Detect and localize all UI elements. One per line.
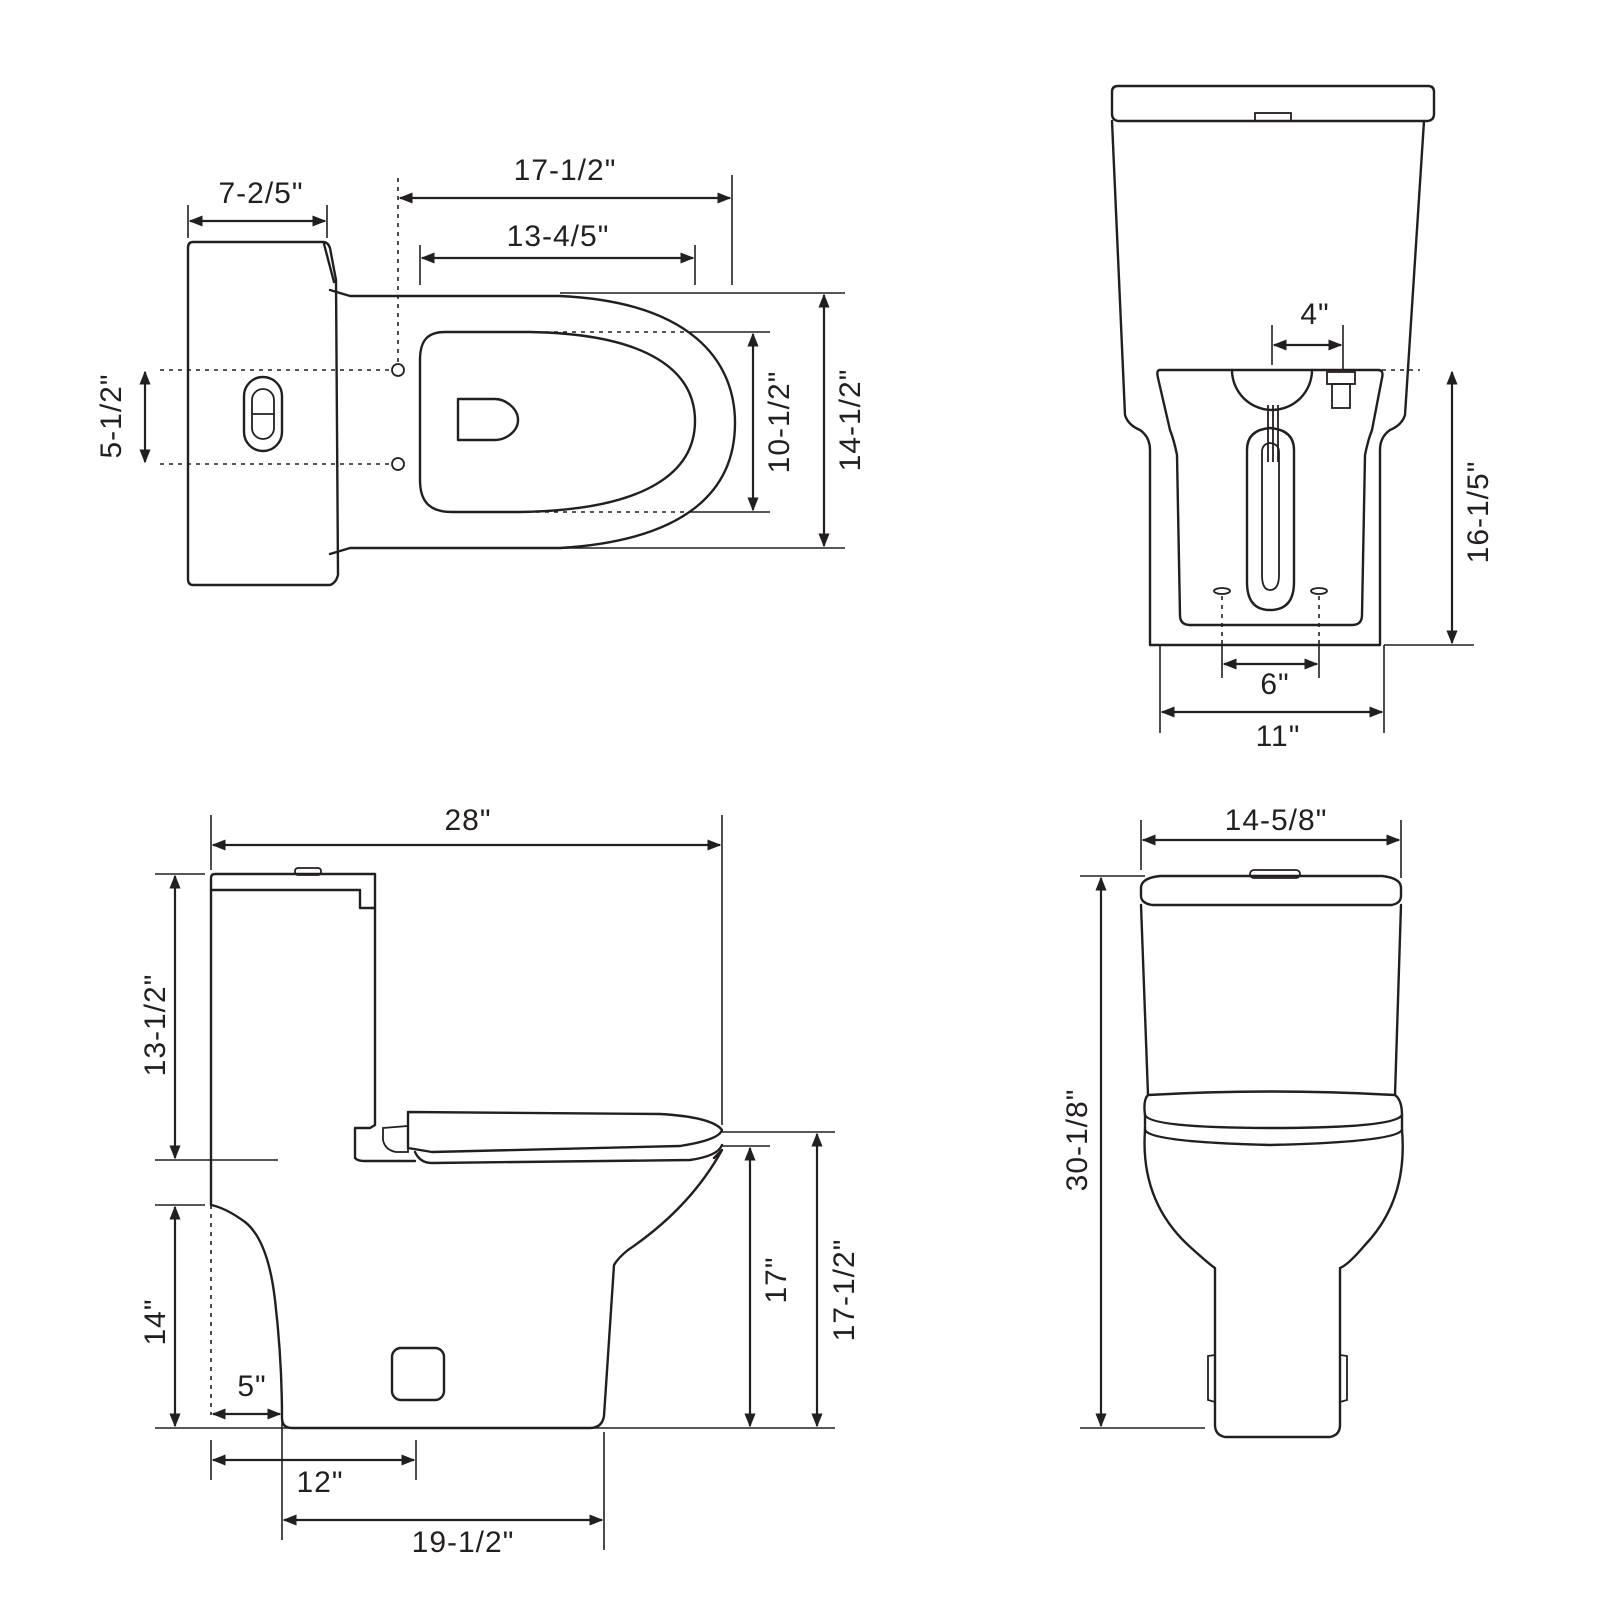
dim-inlet-offset: 4" [1300, 298, 1329, 331]
back-view: 4" 6" 11" 16-1/5" [1110, 84, 1495, 753]
dim-tank-width: 14-5/8" [1225, 804, 1328, 837]
front-view-lid [1139, 874, 1403, 907]
front-view-bowl [1143, 1128, 1404, 1439]
side-view-body [209, 888, 724, 1430]
side-view-lid [209, 872, 377, 910]
dim-bolt-spacing: 5-1/2" [95, 373, 128, 458]
dim-bolt-span: 6" [1260, 668, 1289, 701]
trapway-inner [1261, 442, 1280, 591]
dim-seat-opening: 13-4/5" [507, 220, 610, 253]
front-view-flush-button-icon [1249, 869, 1301, 879]
dim-tank-height: 13-1/2" [139, 974, 172, 1077]
dim-inlet-offset: 5" [237, 1370, 266, 1403]
trapway-icon [1245, 426, 1296, 612]
dim-overall-depth: 17-1/2" [514, 154, 617, 187]
dim-overall-height: 30-1/8" [1061, 1089, 1094, 1192]
dim-overall-length: 28" [444, 804, 491, 837]
side-view-tank-back [353, 906, 417, 1163]
floor-bolt-icon [1310, 587, 1328, 595]
front-view-tank [1139, 903, 1403, 1097]
top-view-bowl [328, 288, 737, 556]
front-view-pedestal-right [1339, 1354, 1348, 1403]
back-view-recess [1156, 368, 1384, 627]
outlet-icon [1230, 368, 1314, 412]
dim-bowl-height: 17" [760, 1256, 793, 1303]
inlet-valve-body-icon [1331, 383, 1351, 409]
top-view: 7-2/5" 17-1/2" 13-4/5" 5-1/2" 10-1/2" 14… [95, 154, 867, 587]
access-cover-icon [390, 1346, 446, 1402]
bolt-hole-icon [391, 457, 405, 471]
side-view: 28" 13-1/2" 14" 5" 12" 19-1/2" 17" 17-1/… [139, 804, 861, 1559]
bolt-hole-icon [391, 363, 405, 377]
front-view: 14-5/8" 30-1/8" [1061, 804, 1404, 1439]
flush-button-icon [242, 375, 284, 453]
back-view-tank-lid [1110, 84, 1436, 123]
seat-hinge-icon [382, 1125, 409, 1153]
front-view-pedestal-left [1207, 1354, 1216, 1403]
dim-seat-height: 17-1/2" [828, 1239, 861, 1342]
top-view-seat [418, 330, 697, 514]
top-view-tank [186, 240, 340, 587]
top-view-seat-hole [456, 397, 520, 442]
dim-tank-depth: 7-2/5" [218, 177, 303, 210]
dim-inlet-height: 14" [139, 1298, 172, 1345]
back-view-body [1110, 119, 1426, 647]
top-tank-edge [322, 242, 336, 284]
front-view-seat-lid [1143, 1090, 1404, 1130]
dim-base-height: 16-1/5" [1462, 461, 1495, 564]
side-view-flush-button-icon [294, 867, 322, 876]
back-view-flush-button-icon [1254, 112, 1292, 122]
front-view-seat [1143, 1113, 1404, 1147]
side-view-seat-lower [413, 1143, 724, 1165]
dim-seat-width: 10-1/2" [763, 371, 796, 474]
side-view-seat [406, 1110, 724, 1154]
floor-bolt-icon [1213, 587, 1231, 595]
dim-base-length: 19-1/2" [412, 1526, 515, 1559]
inlet-valve-icon [1326, 371, 1356, 385]
dim-bowl-width: 14-1/2" [834, 369, 867, 472]
dim-rough-in: 12" [296, 1466, 343, 1499]
dim-base-width: 11" [1256, 720, 1301, 753]
